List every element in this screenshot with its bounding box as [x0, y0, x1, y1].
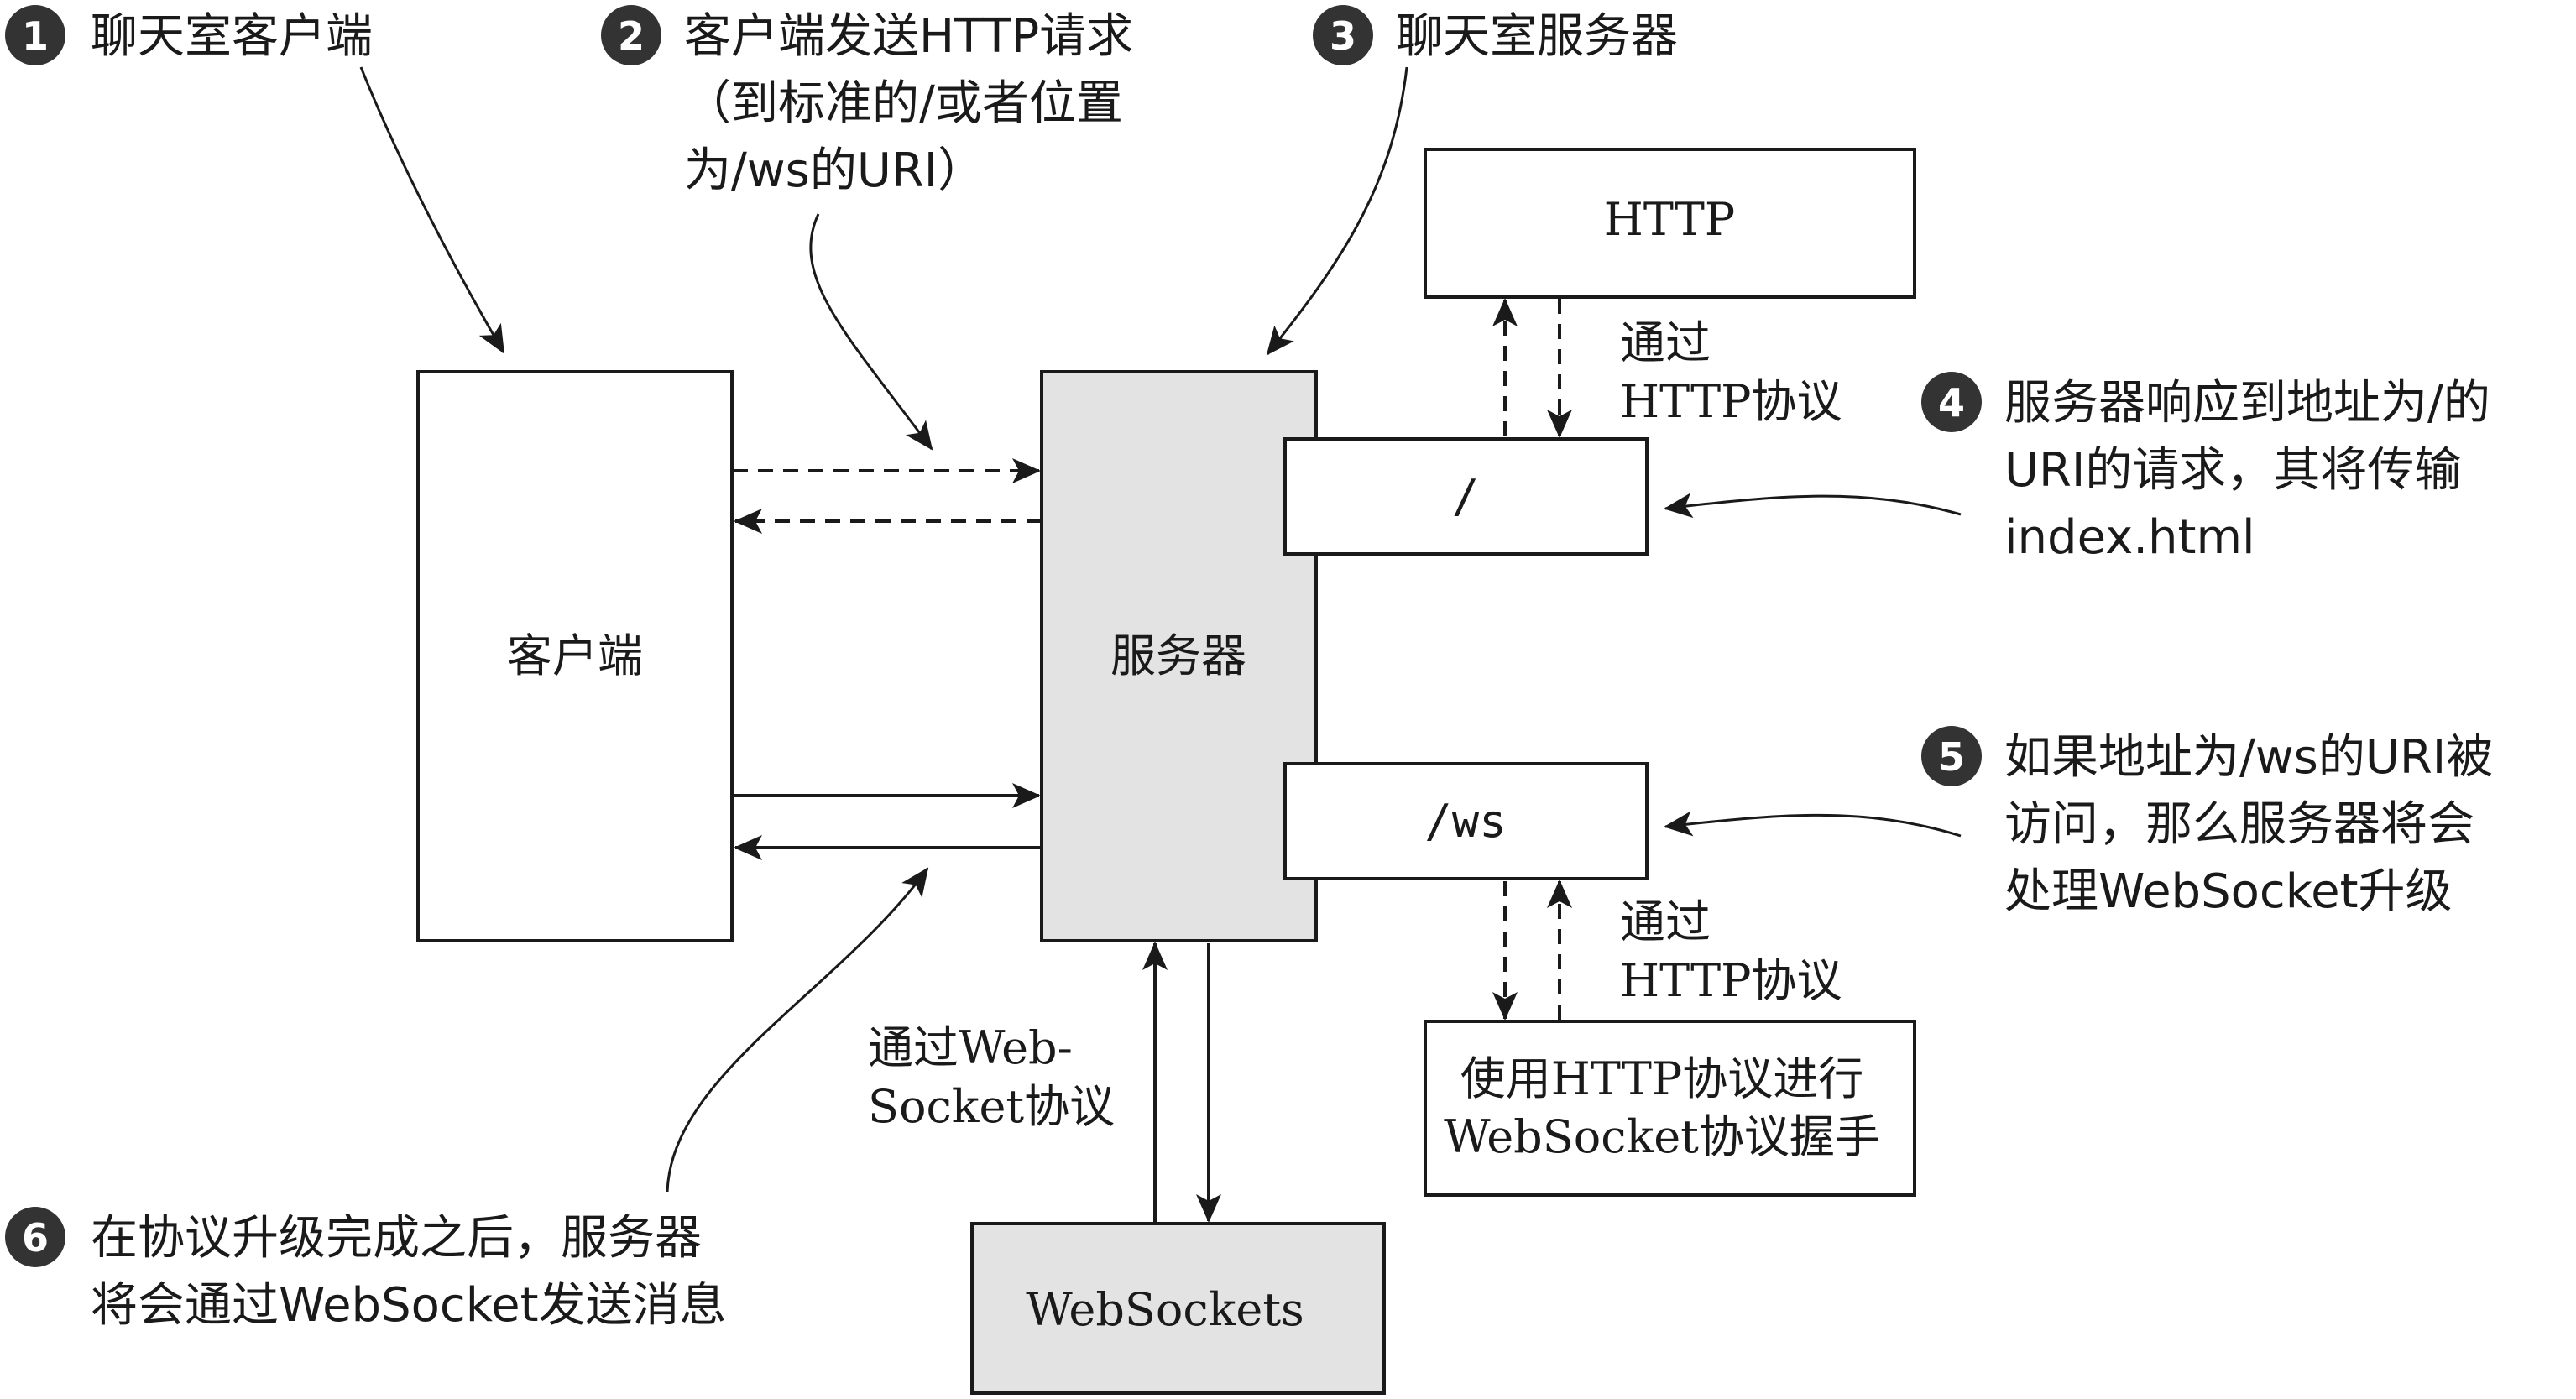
callout-4: 4 服务器响应到地址为/的 URI的请求，其将传输 index.html [1921, 372, 2490, 565]
callout-3: 3 聊天室服务器 [1313, 5, 1678, 65]
callout-1: 1 聊天室客户端 [5, 5, 373, 65]
via-http-bottom-label-1: 通过 [1620, 895, 1711, 948]
callout-3-leader [1266, 66, 1408, 356]
http-box-label: HTTP [1604, 193, 1735, 246]
callout-1-badge [5, 5, 65, 65]
callout-5-text-3: 处理WebSocket升级 [2004, 864, 2453, 919]
via-http-top-label-2: HTTP协议 [1620, 375, 1842, 428]
websockets-box-label: WebSockets [1026, 1283, 1304, 1336]
callout-4-text-3: index.html [2004, 510, 2255, 565]
callout-4-text-1: 服务器响应到地址为/的 [2004, 376, 2490, 431]
callout-4-number: 4 [1938, 380, 1965, 425]
callout-6-leader [666, 867, 929, 1193]
callout-6-text-2: 将会通过WebSocket发送消息 [91, 1278, 727, 1333]
handshake-label-2: WebSocket协议握手 [1444, 1110, 1880, 1163]
callout-6-text-1: 在协议升级完成之后，服务器 [91, 1211, 702, 1266]
ws-path-box [1283, 762, 1649, 880]
root-path-label: / [1452, 470, 1480, 523]
server-box [1040, 370, 1318, 942]
callout-2-leader [809, 213, 933, 451]
websockets-box [970, 1222, 1386, 1395]
handshake-box [1424, 1020, 1916, 1197]
callout-2-badge [601, 5, 661, 65]
callout-6-badge [5, 1207, 65, 1267]
callout-2-text-2: （到标准的/或者位置 [684, 76, 1123, 131]
via-websocket-label-1: 通过Web- [868, 1021, 1073, 1074]
root-path-box [1283, 437, 1649, 556]
callout-4-text-2: URI的请求，其将传输 [2004, 443, 2461, 498]
callout-2-text-3: 为/ws的URI） [684, 144, 985, 198]
callout-2-text-1: 客户端发送HTTP请求 [684, 9, 1133, 64]
callout-2: 2 客户端发送HTTP请求 （到标准的/或者位置 为/ws的URI） [601, 5, 1133, 198]
callout-5-number: 5 [1938, 734, 1965, 780]
handshake-label-1: 使用HTTP协议进行 [1460, 1052, 1863, 1105]
callout-6: 6 在协议升级完成之后，服务器 将会通过WebSocket发送消息 [5, 1207, 727, 1333]
via-websocket-label-2: Socket协议 [868, 1080, 1115, 1133]
callout-1-number: 1 [22, 13, 49, 59]
callout-3-text-1: 聊天室服务器 [1396, 9, 1678, 64]
callout-1-text-1: 聊天室客户端 [91, 9, 373, 64]
callout-5-badge [1921, 726, 1982, 786]
server-box-label: 服务器 [1110, 629, 1246, 682]
callout-5-text-2: 访问，那么服务器将会 [2004, 797, 2474, 852]
callout-3-number: 3 [1330, 13, 1356, 59]
callout-4-leader [1664, 493, 1962, 519]
callout-5-leader [1664, 811, 1962, 838]
via-http-top-label-1: 通过 [1620, 316, 1711, 369]
callout-5-text-1: 如果地址为/ws的URI被 [2004, 730, 2493, 785]
client-box [416, 370, 734, 942]
callout-2-number: 2 [618, 13, 645, 59]
via-http-bottom-label-2: HTTP协议 [1620, 954, 1842, 1007]
callout-5: 5 如果地址为/ws的URI被 访问，那么服务器将会 处理WebSocket升级 [1921, 726, 2493, 919]
callout-6-number: 6 [22, 1215, 49, 1261]
callout-3-badge [1313, 5, 1373, 65]
callout-4-badge [1921, 372, 1982, 432]
ws-path-label: /ws [1424, 795, 1507, 848]
callout-1-leader [359, 66, 505, 354]
http-box [1424, 148, 1916, 299]
client-box-label: 客户端 [507, 629, 643, 682]
